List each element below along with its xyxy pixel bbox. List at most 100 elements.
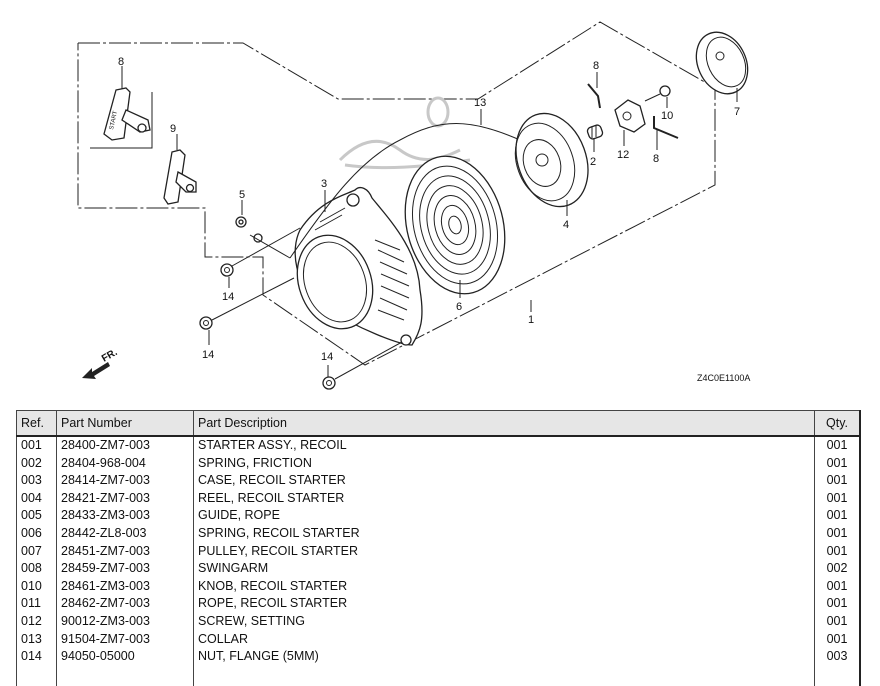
callout-14-a: 14 xyxy=(222,291,234,303)
cell-ref: 002 xyxy=(16,454,57,473)
cell-qty: 002 xyxy=(814,560,861,578)
callout-3: 3 xyxy=(321,178,327,190)
cell-description: COLLAR xyxy=(193,630,815,649)
header-part-number: Part Number xyxy=(56,410,194,437)
callout-1: 1 xyxy=(528,314,534,326)
callout-13: 12 xyxy=(617,149,629,161)
cell-description: GUIDE, ROPE xyxy=(193,507,815,525)
cell-description: SPRING, FRICTION xyxy=(193,454,815,473)
cell-qty: 001 xyxy=(814,577,861,596)
part-14-nut-b xyxy=(199,277,295,330)
part-5-rope-guide xyxy=(235,216,247,228)
cell-qty: 001 xyxy=(814,472,861,490)
cell-qty: 001 xyxy=(814,612,861,631)
callout-7: 7 xyxy=(734,106,740,118)
cell-part-number: 28404-968-004 xyxy=(56,454,194,473)
empty-cell xyxy=(56,665,194,686)
cell-qty: 001 xyxy=(814,630,861,649)
part-14-nut-c xyxy=(322,341,403,390)
callout-14-b: 14 xyxy=(202,349,214,361)
part-2-friction-spring xyxy=(586,124,604,140)
callout-12: 10 xyxy=(661,110,673,122)
part-6-recoil-spring xyxy=(404,155,506,295)
part-13-collar xyxy=(614,99,646,133)
callout-10: 9 xyxy=(170,123,176,135)
cell-qty: 001 xyxy=(814,454,861,473)
part-4-reel xyxy=(514,112,589,208)
cell-ref: 010 xyxy=(16,577,57,596)
cell-qty: 001 xyxy=(814,507,861,525)
cell-description: STARTER ASSY., RECOIL xyxy=(193,436,815,455)
callout-8-b: 8 xyxy=(653,153,659,165)
callout-5: 5 xyxy=(239,189,245,201)
cell-part-number: 90012-ZM3-003 xyxy=(56,612,194,631)
cell-description: SCREW, SETTING xyxy=(193,612,815,631)
callout-8-a: 8 xyxy=(593,60,599,72)
cell-part-number: 28414-ZM7-003 xyxy=(56,472,194,490)
empty-cell xyxy=(16,665,57,686)
part-7-pulley xyxy=(695,31,749,95)
empty-cell xyxy=(814,665,861,686)
cell-ref: 006 xyxy=(16,524,57,543)
cell-description: NUT, FLANGE (5MM) xyxy=(193,648,815,666)
part-12-setting-screw xyxy=(644,85,671,102)
callout-2: 2 xyxy=(590,156,596,168)
cell-ref: 012 xyxy=(16,612,57,631)
assembly-boundary xyxy=(77,21,716,366)
front-direction-arrow-icon: FR. xyxy=(82,347,120,379)
cell-part-number: 28462-ZM7-003 xyxy=(56,595,194,613)
exploded-parts-diagram: START 8 9 5 xyxy=(77,21,750,390)
cell-description: ROPE, RECOIL STARTER xyxy=(193,595,815,613)
cell-ref: 007 xyxy=(16,542,57,561)
cell-qty: 001 xyxy=(814,436,861,455)
callout-9: 8 xyxy=(118,56,124,68)
cell-qty: 001 xyxy=(814,595,861,613)
cell-ref: 014 xyxy=(16,648,57,666)
part-8-swingarm-b xyxy=(653,116,679,139)
part-14-nut-a xyxy=(220,227,301,277)
cell-qty: 003 xyxy=(814,648,861,666)
part-9-knob-start: START xyxy=(90,87,153,149)
cell-description: PULLEY, RECOIL STARTER xyxy=(193,542,815,561)
header-ref: Ref. xyxy=(16,410,57,437)
empty-cell xyxy=(193,665,815,686)
cell-ref: 001 xyxy=(16,436,57,455)
cell-ref: 008 xyxy=(16,560,57,578)
cell-qty: 001 xyxy=(814,524,861,543)
cell-part-number: 28459-ZM7-003 xyxy=(56,560,194,578)
cell-description: CASE, RECOIL STARTER xyxy=(193,472,815,490)
cell-part-number: 28421-ZM7-003 xyxy=(56,489,194,508)
header-qty: Qty. xyxy=(814,410,861,437)
cell-ref: 013 xyxy=(16,630,57,649)
part-8-swingarm-a xyxy=(587,83,601,109)
cell-ref: 011 xyxy=(16,595,57,613)
table-header-row: Ref. Part Number Part Description Qty. xyxy=(16,410,861,437)
header-description: Part Description xyxy=(193,410,815,437)
part-11-rope xyxy=(289,123,521,259)
front-direction-label: FR. xyxy=(100,347,120,365)
cell-part-number: 28433-ZM3-003 xyxy=(56,507,194,525)
cell-description: REEL, RECOIL STARTER xyxy=(193,489,815,508)
callout-14-c: 14 xyxy=(321,351,333,363)
cell-part-number: 94050-05000 xyxy=(56,648,194,666)
cell-part-number: 28461-ZM3-003 xyxy=(56,577,194,596)
cell-description: KNOB, RECOIL STARTER xyxy=(193,577,815,596)
parts-table: Ref. Part Number Part Description Qty. 0… xyxy=(16,410,861,686)
callout-4: 4 xyxy=(563,219,569,231)
callout-6: 6 xyxy=(456,301,462,313)
cell-ref: 003 xyxy=(16,472,57,490)
part-3-case xyxy=(294,187,423,346)
